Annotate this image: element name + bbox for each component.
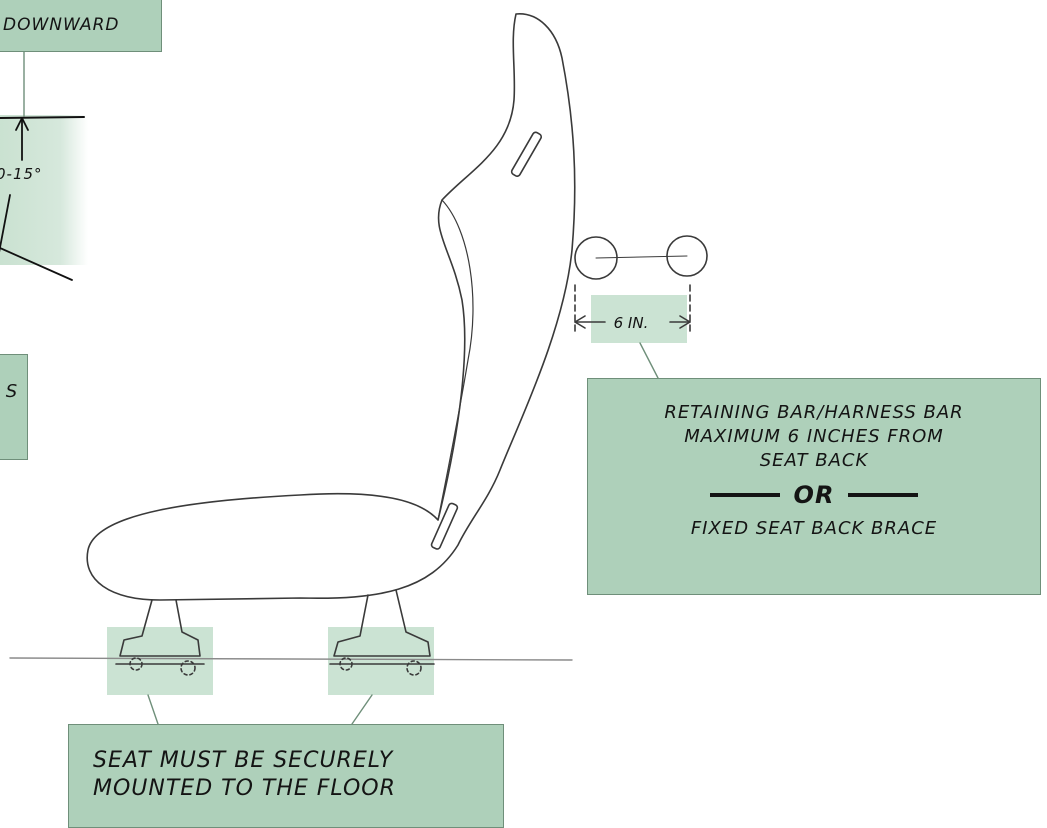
left-partial-callout: S <box>0 354 28 460</box>
floor-mount-callout: SEAT MUST BE SECURELY MOUNTED TO THE FLO… <box>68 724 504 828</box>
or-divider: OR <box>588 483 1040 507</box>
seat-outline <box>86 13 576 601</box>
retaining-line-1: RETAINING BAR/HARNESS BAR <box>664 402 964 423</box>
rear-mount <box>333 589 431 657</box>
dimension-label: 6 IN. <box>614 314 649 332</box>
upper-harness-slot <box>510 131 543 177</box>
seat-bolster <box>437 199 474 521</box>
angle-reference <box>0 116 85 119</box>
leader-floor-rear <box>351 694 373 725</box>
lower-harness-slot <box>430 502 459 550</box>
leader-floor-front <box>147 694 159 725</box>
retaining-line-3: SEAT BACK <box>759 450 869 471</box>
front-mount <box>119 599 201 657</box>
or-rule-right <box>848 493 919 497</box>
dimension-highlight <box>591 295 687 343</box>
floor-line-1: SEAT MUST BE SECURELY <box>93 748 394 773</box>
left-partial-label: S <box>5 381 19 402</box>
or-rule-left <box>709 493 780 497</box>
retaining-line-4: FIXED SEAT BACK BRACE <box>690 518 938 539</box>
retaining-bar-callout: RETAINING BAR/HARNESS BAR MAXIMUM 6 INCH… <box>587 378 1041 595</box>
angle-label: 0-15° <box>0 165 43 183</box>
downward-callout: DOWNWARD <box>0 0 162 52</box>
leader-retaining <box>639 342 659 379</box>
retaining-line-2: MAXIMUM 6 INCHES FROM <box>684 426 944 447</box>
rear-mount-highlight <box>328 627 434 695</box>
floor-line-2: MOUNTED TO THE FLOOR <box>93 776 396 801</box>
floor-line <box>9 657 573 661</box>
downward-label: DOWNWARD <box>3 15 120 35</box>
or-label: OR <box>793 481 835 509</box>
angle-callout: 0-15° <box>0 115 88 265</box>
